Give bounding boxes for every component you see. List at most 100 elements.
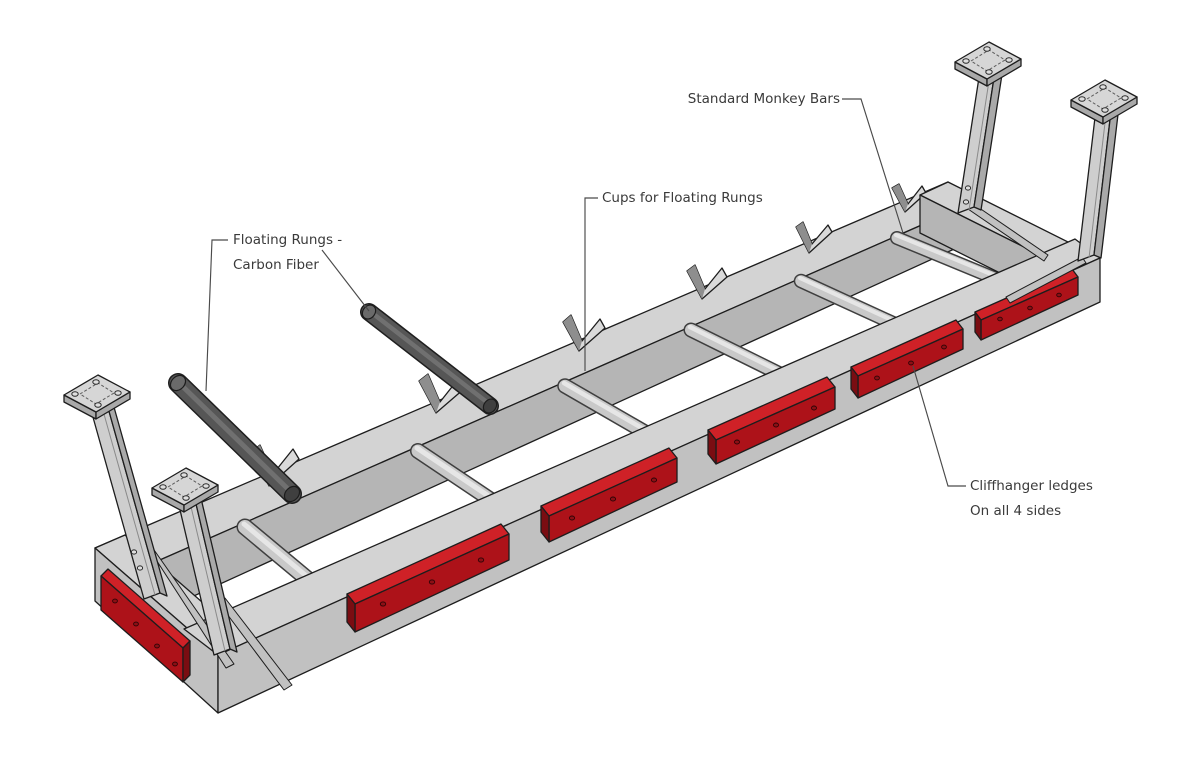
ledge-hole (133, 621, 139, 627)
annotation-standard-monkey-bars: Standard Monkey Bars (540, 87, 840, 112)
ledge-hole (172, 661, 178, 667)
plate-top-face (954, 41, 1022, 80)
annotation-line: On all 4 sides (970, 503, 1062, 519)
annotation-line: Floating Rungs - (233, 232, 343, 248)
leader-line-floating-rungs-right (321, 249, 370, 312)
post-bolt-hole (964, 185, 972, 191)
rung-highlight (561, 380, 650, 434)
plate-inner-square (970, 49, 1006, 72)
post-bolt-hole (962, 199, 970, 205)
rung-highlight (894, 233, 1000, 279)
front-rail-top-face (183, 238, 1101, 656)
plate-bolt-hole (1099, 84, 1107, 90)
standard-monkey-bar-rungs (236, 231, 1006, 591)
cliffhanger-ledge (346, 523, 510, 633)
floating-rung-end-cap (482, 398, 498, 414)
plate-inner-square (1086, 87, 1122, 110)
ledge-hole (379, 601, 387, 607)
leader-line-cliffhanger (912, 365, 966, 487)
rung-body (891, 232, 1005, 286)
annotation-line: Cliffhanger ledges (970, 478, 1093, 494)
plate-bolt-hole (1078, 96, 1086, 102)
ledge-hole (112, 598, 118, 604)
plate-bolt-hole (962, 58, 970, 64)
annotation-line: Carbon Fiber (233, 257, 319, 273)
leader-lines (205, 98, 966, 487)
ledge-hole (734, 439, 740, 445)
plate-bolt-hole (182, 495, 190, 501)
ledge-end-cap (707, 429, 717, 465)
floating-rungs-carbon-fiber (168, 303, 499, 504)
plate-inner-square (79, 382, 115, 405)
plate-bolt-hole (71, 391, 79, 397)
ledge-end-cap (850, 366, 859, 399)
post-seam (187, 493, 226, 652)
ledge-hole (154, 643, 160, 649)
ledge-end-cap (974, 311, 982, 341)
rung-body (795, 275, 903, 331)
mounting-post (1070, 79, 1138, 262)
floating-rung-end-cap (283, 485, 301, 503)
cliffhanger-ledges-front (346, 268, 1079, 633)
post-bolt-hole (130, 549, 138, 555)
cup-inner-shade (563, 315, 582, 351)
ledge-hole (428, 579, 436, 585)
leader-line-standard-monkey-bars (842, 98, 904, 234)
rung-highlight (798, 276, 898, 324)
cliffhanger-ledge (540, 447, 678, 543)
ledge-hole (568, 515, 576, 521)
cup-inner-shade (419, 374, 440, 413)
ledge-hole (773, 422, 779, 428)
plate-top-face (151, 467, 219, 506)
plate-bolt-hole (180, 472, 188, 478)
ledge-hole (477, 557, 485, 563)
ledge-hole (650, 477, 658, 483)
plate-bolt-hole (1121, 95, 1129, 101)
mounting-post (151, 467, 238, 656)
cliffhanger-ledge (850, 319, 964, 399)
ceiling-mount-plate (954, 41, 1022, 87)
leader-line-cups (584, 197, 598, 371)
ledge-hole (997, 316, 1003, 322)
cup-inner-shade (687, 265, 705, 299)
floating-rung (168, 373, 302, 504)
ledge-end-cap (182, 640, 191, 683)
floating-rung-cup (891, 183, 927, 213)
plate-bolt-hole (985, 69, 993, 75)
standard-rung (683, 322, 790, 383)
rung-highlight (414, 445, 496, 502)
annotation-line: Standard Monkey Bars (687, 91, 840, 107)
cliffhanger-ledge (707, 376, 836, 465)
plate-bolt-hole (94, 402, 102, 408)
ledge-end-cap (346, 593, 356, 633)
cliffhanger-ledge (100, 568, 191, 683)
post-seam (968, 67, 992, 211)
ledge-hole (1056, 292, 1062, 298)
ceiling-mount-plate (63, 374, 131, 420)
annotation-cliffhanger-ledges: Cliffhanger ledges On all 4 sides (970, 474, 1093, 524)
plate-bolt-hole (114, 390, 122, 396)
annotation-floating-rungs-carbon-fiber: Floating Rungs - Carbon Fiber (233, 228, 342, 278)
plate-inner-square (167, 475, 203, 498)
annotation-line: Cups for Floating Rungs (602, 190, 763, 206)
ledge-hole (874, 375, 880, 381)
ceiling-mount-plate (1070, 79, 1138, 125)
ledge-hole (609, 496, 617, 502)
floating-rung-top-cap (361, 304, 377, 320)
rung-highlight (241, 521, 313, 582)
standard-rung (236, 518, 320, 591)
ledge-end-cap (540, 505, 550, 543)
ledge-hole (941, 344, 947, 350)
floating-rung-highlight (173, 377, 293, 494)
annotation-cups-for-floating-rungs: Cups for Floating Rungs (602, 186, 763, 211)
leader-line-floating-rungs-left (205, 239, 228, 392)
plate-bolt-hole (983, 46, 991, 52)
plate-top-face (1070, 79, 1138, 118)
cup-inner-shade (892, 184, 908, 212)
ledge-hole (811, 405, 817, 411)
post-seam (1088, 105, 1108, 259)
mounting-posts (63, 41, 1138, 656)
standard-rung (890, 231, 1006, 287)
